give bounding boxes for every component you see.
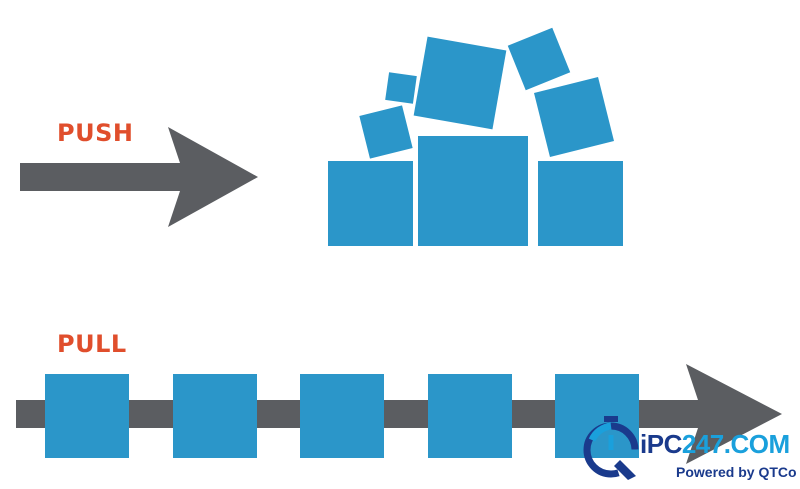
pull-label: PULL — [57, 330, 127, 358]
push-box — [328, 161, 413, 246]
pull-box — [428, 374, 512, 458]
pull-box — [300, 374, 384, 458]
push-box — [413, 36, 507, 130]
push-label: PUSH — [57, 119, 134, 147]
pull-box — [45, 374, 129, 458]
push-box — [359, 105, 413, 159]
push-box — [418, 136, 528, 246]
push-box — [538, 161, 623, 246]
pull-arrow — [16, 364, 782, 464]
stopwatch-q-logo-icon — [583, 416, 639, 480]
push-box — [385, 72, 417, 104]
push-box — [507, 27, 571, 91]
push-box — [533, 76, 615, 158]
push-arrow — [20, 127, 258, 227]
watermark-brand-part1: iPC — [640, 429, 682, 459]
watermark-brand: iPC247.COM — [640, 429, 790, 459]
watermark-brand-part2: 247.COM — [681, 429, 790, 459]
pull-box — [555, 374, 639, 458]
watermark-tagline: Powered by QTCo — [676, 464, 797, 480]
pull-box — [173, 374, 257, 458]
